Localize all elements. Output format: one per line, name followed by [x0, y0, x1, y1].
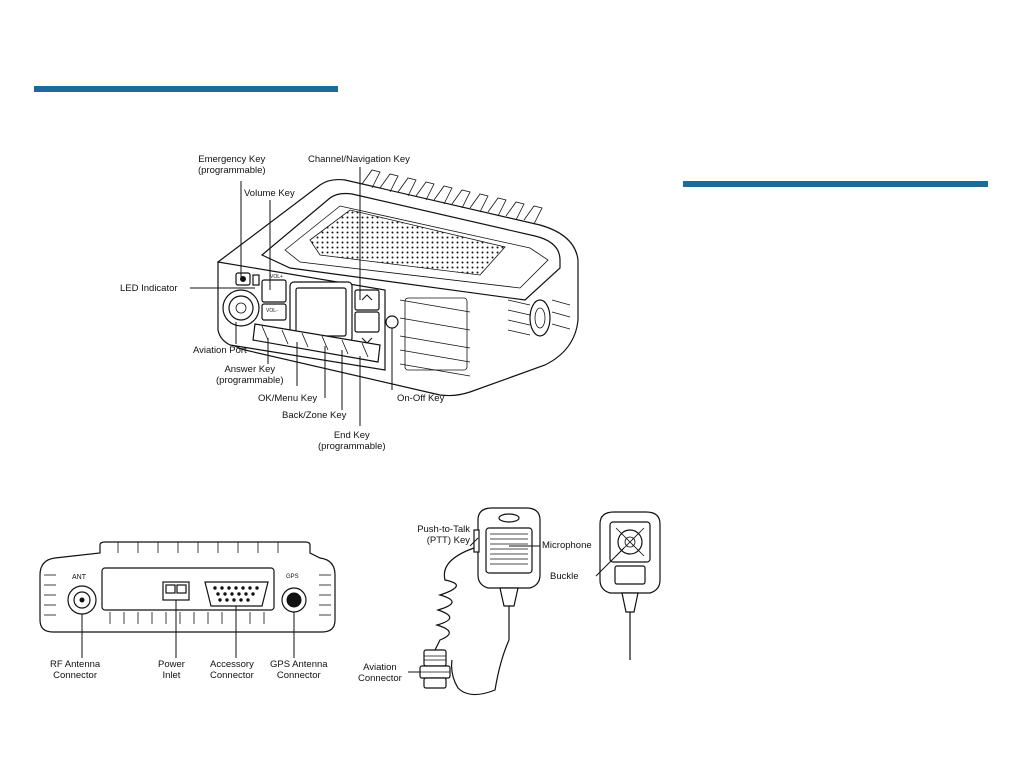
label-emergency-key: Emergency Key(programmable) — [198, 154, 266, 176]
label-volume-key: Volume Key — [244, 188, 295, 199]
label-microphone: Microphone — [542, 540, 592, 551]
label-aviation-port: Aviation Port — [193, 345, 247, 356]
label-answer-key: Answer Key(programmable) — [216, 364, 284, 386]
label-ptt-key: Push-to-Talk(PTT) Key — [417, 524, 470, 546]
mark-vol-down: VOL- — [266, 308, 278, 314]
label-end-key: End Key(programmable) — [318, 430, 386, 452]
header-rule-left — [34, 86, 338, 92]
label-channel-nav-key: Channel/Navigation Key — [308, 154, 410, 165]
mark-ant: ANT — [72, 574, 86, 581]
mark-gps: GPS — [286, 574, 299, 580]
label-led-indicator: LED Indicator — [120, 283, 178, 294]
label-ok-menu-key: OK/Menu Key — [258, 393, 318, 404]
label-back-zone-key: Back/Zone Key — [282, 410, 347, 421]
mark-vol-up: VOL+ — [270, 274, 283, 280]
header-rule-right — [683, 181, 988, 187]
label-buckle: Buckle — [550, 571, 579, 582]
label-on-off-key: On-Off Key — [397, 393, 445, 404]
